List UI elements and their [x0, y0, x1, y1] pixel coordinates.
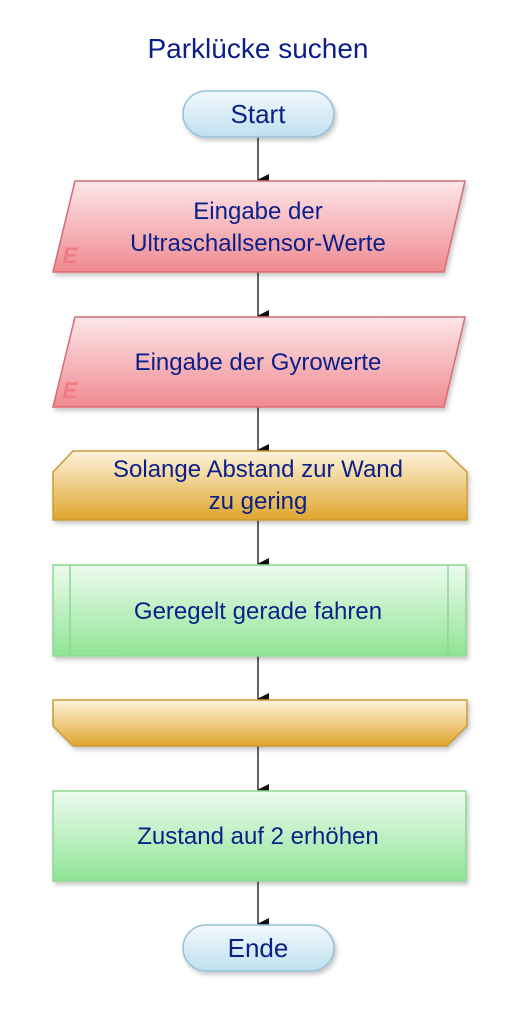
input-ultrasonic-label-line2: Ultraschallsensor-Werte: [130, 230, 386, 257]
loop-start-node[interactable]: [52, 450, 468, 521]
start-label: Start: [231, 99, 287, 129]
input-gyro-label: Eingabe der Gyrowerte: [135, 349, 382, 376]
diagram-title: Parklücke suchen: [147, 33, 368, 64]
subprocess-label: Geregelt gerade fahren: [134, 598, 382, 625]
loop-end-node[interactable]: [52, 699, 468, 747]
process-label: Zustand auf 2 erhöhen: [137, 823, 379, 850]
process-node[interactable]: [52, 790, 467, 882]
loop-start-label-line2: zu gering: [209, 488, 308, 515]
end-terminal[interactable]: [182, 924, 335, 972]
input-gyro-node[interactable]: [52, 316, 466, 408]
input-ultrasonic-node[interactable]: [52, 180, 466, 273]
input-ultrasonic-label-line1: Eingabe der: [193, 198, 322, 225]
loop-start-label-line1: Solange Abstand zur Wand: [113, 456, 403, 483]
input-marker: E: [63, 243, 79, 268]
start-terminal[interactable]: [182, 90, 335, 138]
subprocess-node[interactable]: [52, 564, 467, 657]
end-label: Ende: [228, 933, 289, 963]
input-marker: E: [63, 378, 79, 403]
